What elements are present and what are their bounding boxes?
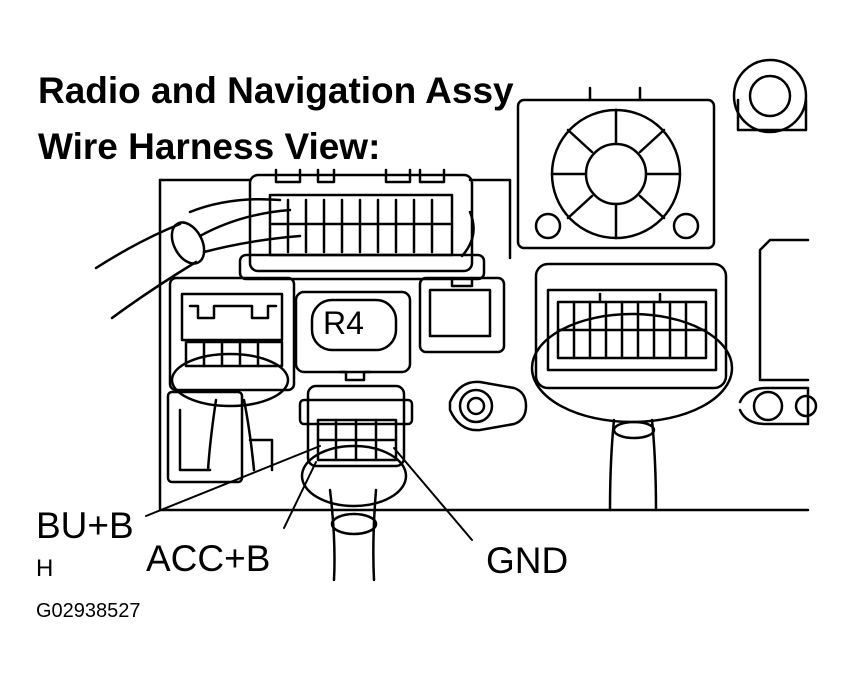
left-connector	[168, 276, 296, 472]
pin-label-bu-b: BU+B	[36, 505, 134, 546]
diagram-title-line-2: Wire Harness View:	[38, 126, 381, 167]
left-wire-bundle	[94, 197, 475, 320]
connector-id-label: R4	[323, 305, 364, 341]
large-right-connector	[530, 262, 734, 512]
pin-label-h: H	[36, 555, 54, 582]
diagram-title-line-1: Radio and Navigation Assy	[38, 70, 514, 111]
pin-label-acc-b: ACC+B	[146, 538, 271, 579]
power-connector	[298, 384, 414, 582]
fan-housing	[516, 58, 808, 250]
figure-code: G02938527	[36, 600, 141, 622]
top-connector	[238, 168, 486, 281]
leader-lines	[145, 445, 473, 541]
pin-label-gnd: GND	[486, 540, 569, 581]
r4-connector-housing	[294, 290, 412, 382]
mounting-bosses	[166, 380, 818, 484]
square-connector	[418, 276, 506, 354]
